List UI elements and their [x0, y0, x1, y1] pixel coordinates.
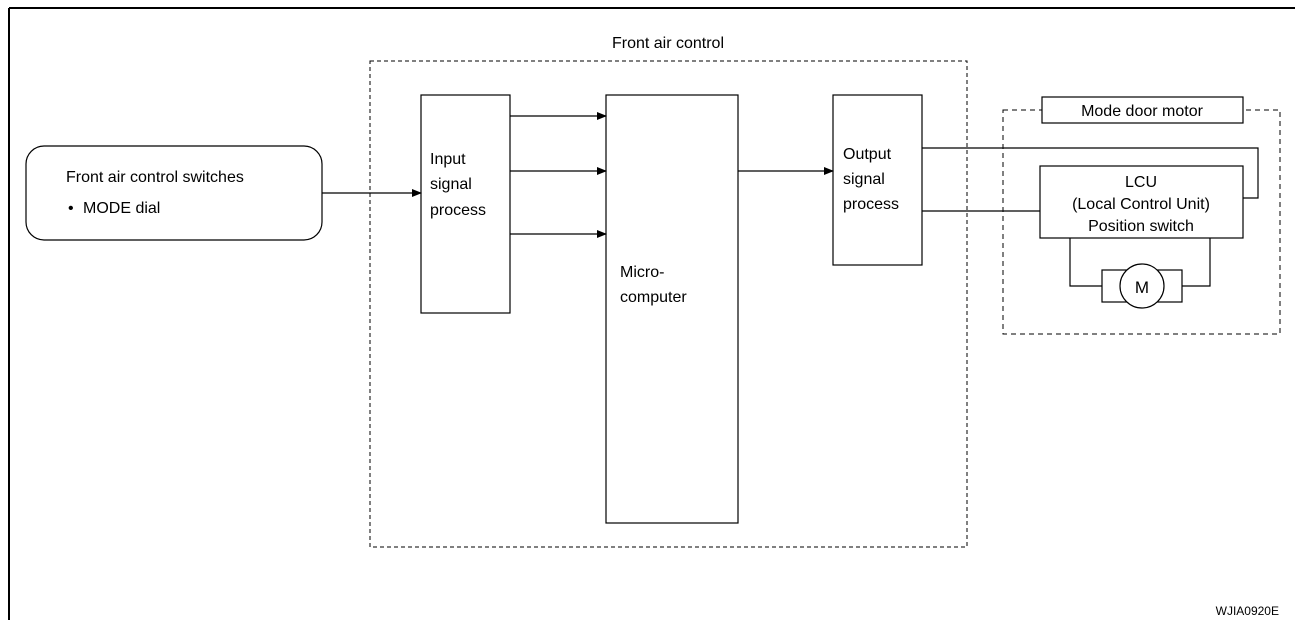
- micro-block-line1: Micro-: [620, 264, 664, 281]
- input-block-line2: signal: [430, 176, 472, 193]
- output-block-line3: process: [843, 196, 899, 213]
- mode-door-motor-title: Mode door motor: [1081, 103, 1204, 120]
- lcu-box: [1039, 165, 1244, 239]
- motor-symbol: [1119, 263, 1165, 309]
- motor-letter: M: [1135, 278, 1149, 297]
- mode-door-motor-title-box: [1041, 96, 1244, 124]
- input-block-line3: process: [430, 202, 486, 219]
- lcu-line3: Position switch: [1088, 218, 1194, 235]
- microcomputer-block: [605, 94, 739, 524]
- input-signal-process-block: [420, 94, 511, 314]
- input-block-line1: Input: [430, 151, 466, 168]
- lcu-line1: LCU: [1125, 174, 1157, 191]
- figure-code: WJIA0920E: [1216, 604, 1279, 618]
- switches-bullet: •: [68, 200, 74, 217]
- output-block-line2: signal: [843, 171, 885, 188]
- wire-lcu-to-motor-left: [1069, 238, 1102, 287]
- front-air-control-group: [369, 60, 968, 548]
- front-air-control-switches-box: [25, 145, 323, 241]
- wire-lcu-to-motor-right: [1182, 238, 1211, 287]
- wire-output-to-lcu-top: [922, 147, 1259, 199]
- lcu-line2: (Local Control Unit): [1072, 196, 1210, 213]
- switches-title: Front air control switches: [66, 169, 244, 186]
- micro-block-line2: computer: [620, 289, 687, 306]
- front-air-control-title: Front air control: [612, 35, 724, 52]
- output-block-line1: Output: [843, 146, 892, 163]
- output-signal-process-block: [832, 94, 923, 266]
- switches-item-mode-dial: MODE dial: [83, 200, 160, 217]
